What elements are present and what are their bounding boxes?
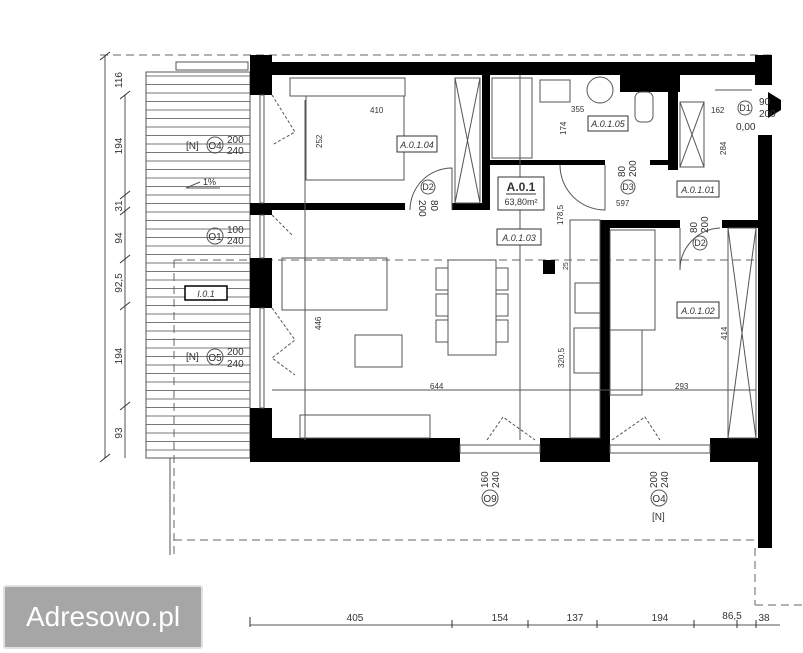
svg-text:O5: O5: [208, 353, 222, 364]
svg-text:116: 116: [114, 72, 125, 88]
inner-dimensions: 410 252 355 174 162 284 597 178,5 446 64…: [314, 105, 729, 391]
room-label: I.0.1: [197, 289, 215, 299]
svg-text:194: 194: [114, 137, 125, 154]
bottom-dimension-chain: 405 154 137 194 86,5 38: [249, 611, 780, 628]
svg-text:200: 200: [700, 216, 711, 233]
svg-text:O1: O1: [208, 232, 222, 243]
svg-text:178,5: 178,5: [556, 204, 565, 225]
svg-text:446: 446: [314, 316, 323, 330]
svg-text:240: 240: [227, 359, 244, 370]
svg-text:80: 80: [428, 200, 439, 212]
svg-text:D2: D2: [694, 238, 706, 248]
svg-text:80: 80: [617, 165, 628, 177]
svg-text:240: 240: [660, 471, 671, 488]
svg-text:200: 200: [227, 347, 244, 358]
svg-text:100: 100: [227, 225, 244, 236]
svg-text:293: 293: [675, 382, 689, 391]
svg-text:O9: O9: [483, 494, 497, 505]
apartment-id: A.0.1: [507, 180, 536, 194]
svg-text:240: 240: [227, 146, 244, 157]
svg-text:D1: D1: [739, 103, 751, 113]
svg-text:154: 154: [492, 613, 509, 624]
svg-text:92,5: 92,5: [114, 273, 125, 293]
svg-text:160: 160: [480, 471, 491, 488]
left-dimension-chain: 116 194 31 94 92,5 194 93: [99, 51, 131, 463]
svg-text:80: 80: [689, 221, 700, 233]
svg-text:240: 240: [227, 236, 244, 247]
slope-label: 1%: [203, 177, 216, 187]
room-label: A.0.1.01: [680, 185, 715, 195]
svg-text:25: 25: [563, 262, 570, 270]
svg-text:410: 410: [370, 106, 384, 115]
room-label: A.0.1.05: [590, 119, 626, 129]
svg-text:200: 200: [628, 160, 639, 177]
svg-text:38: 38: [758, 613, 770, 624]
svg-text:[N]: [N]: [652, 512, 665, 523]
svg-text:405: 405: [347, 613, 364, 624]
room-label: A.0.1.02: [680, 306, 715, 316]
svg-text:94: 94: [114, 232, 125, 244]
svg-text:174: 174: [559, 121, 568, 135]
watermark-logo: Adresowo.pl: [3, 585, 203, 649]
doors: [409, 89, 752, 271]
windows: [259, 94, 711, 454]
svg-text:200: 200: [649, 471, 660, 488]
svg-text:D3: D3: [622, 182, 634, 192]
svg-text:O4: O4: [208, 141, 222, 152]
svg-text:240: 240: [491, 471, 502, 488]
svg-text:644: 644: [430, 382, 444, 391]
room-labels: A.0.1.04 A.0.1.05 A.0.1.01 A.0.1.03 A.0.…: [184, 92, 781, 319]
svg-text:93: 93: [114, 427, 125, 439]
svg-text:200: 200: [227, 135, 244, 146]
svg-text:162: 162: [711, 106, 725, 115]
svg-text:137: 137: [567, 613, 584, 624]
svg-text:252: 252: [315, 134, 324, 148]
svg-text:355: 355: [571, 105, 585, 114]
svg-text:31: 31: [114, 200, 125, 212]
entry-arrow-icon: [768, 92, 781, 118]
balcony: [145, 61, 760, 555]
svg-text:D2: D2: [422, 182, 434, 192]
svg-text:O4: O4: [652, 494, 666, 505]
svg-text:414: 414: [720, 326, 729, 340]
svg-text:284: 284: [719, 141, 728, 155]
furniture: [272, 75, 757, 440]
svg-text:194: 194: [114, 347, 125, 364]
svg-text:597: 597: [616, 199, 630, 208]
svg-text:194: 194: [652, 613, 669, 624]
svg-text:90: 90: [759, 97, 771, 108]
svg-text:[N]: [N]: [186, 352, 199, 363]
room-label: A.0.1.03: [501, 233, 536, 243]
svg-text:200: 200: [416, 200, 427, 217]
svg-text:[N]: [N]: [186, 141, 199, 152]
svg-text:320,5: 320,5: [557, 347, 566, 368]
walls: [250, 55, 772, 548]
level-label: 0,00: [736, 122, 756, 133]
apartment-area: 63,80m²: [504, 197, 537, 207]
svg-text:200: 200: [759, 109, 776, 120]
room-label: A.0.1.04: [399, 140, 434, 150]
svg-text:86,5: 86,5: [722, 611, 742, 622]
